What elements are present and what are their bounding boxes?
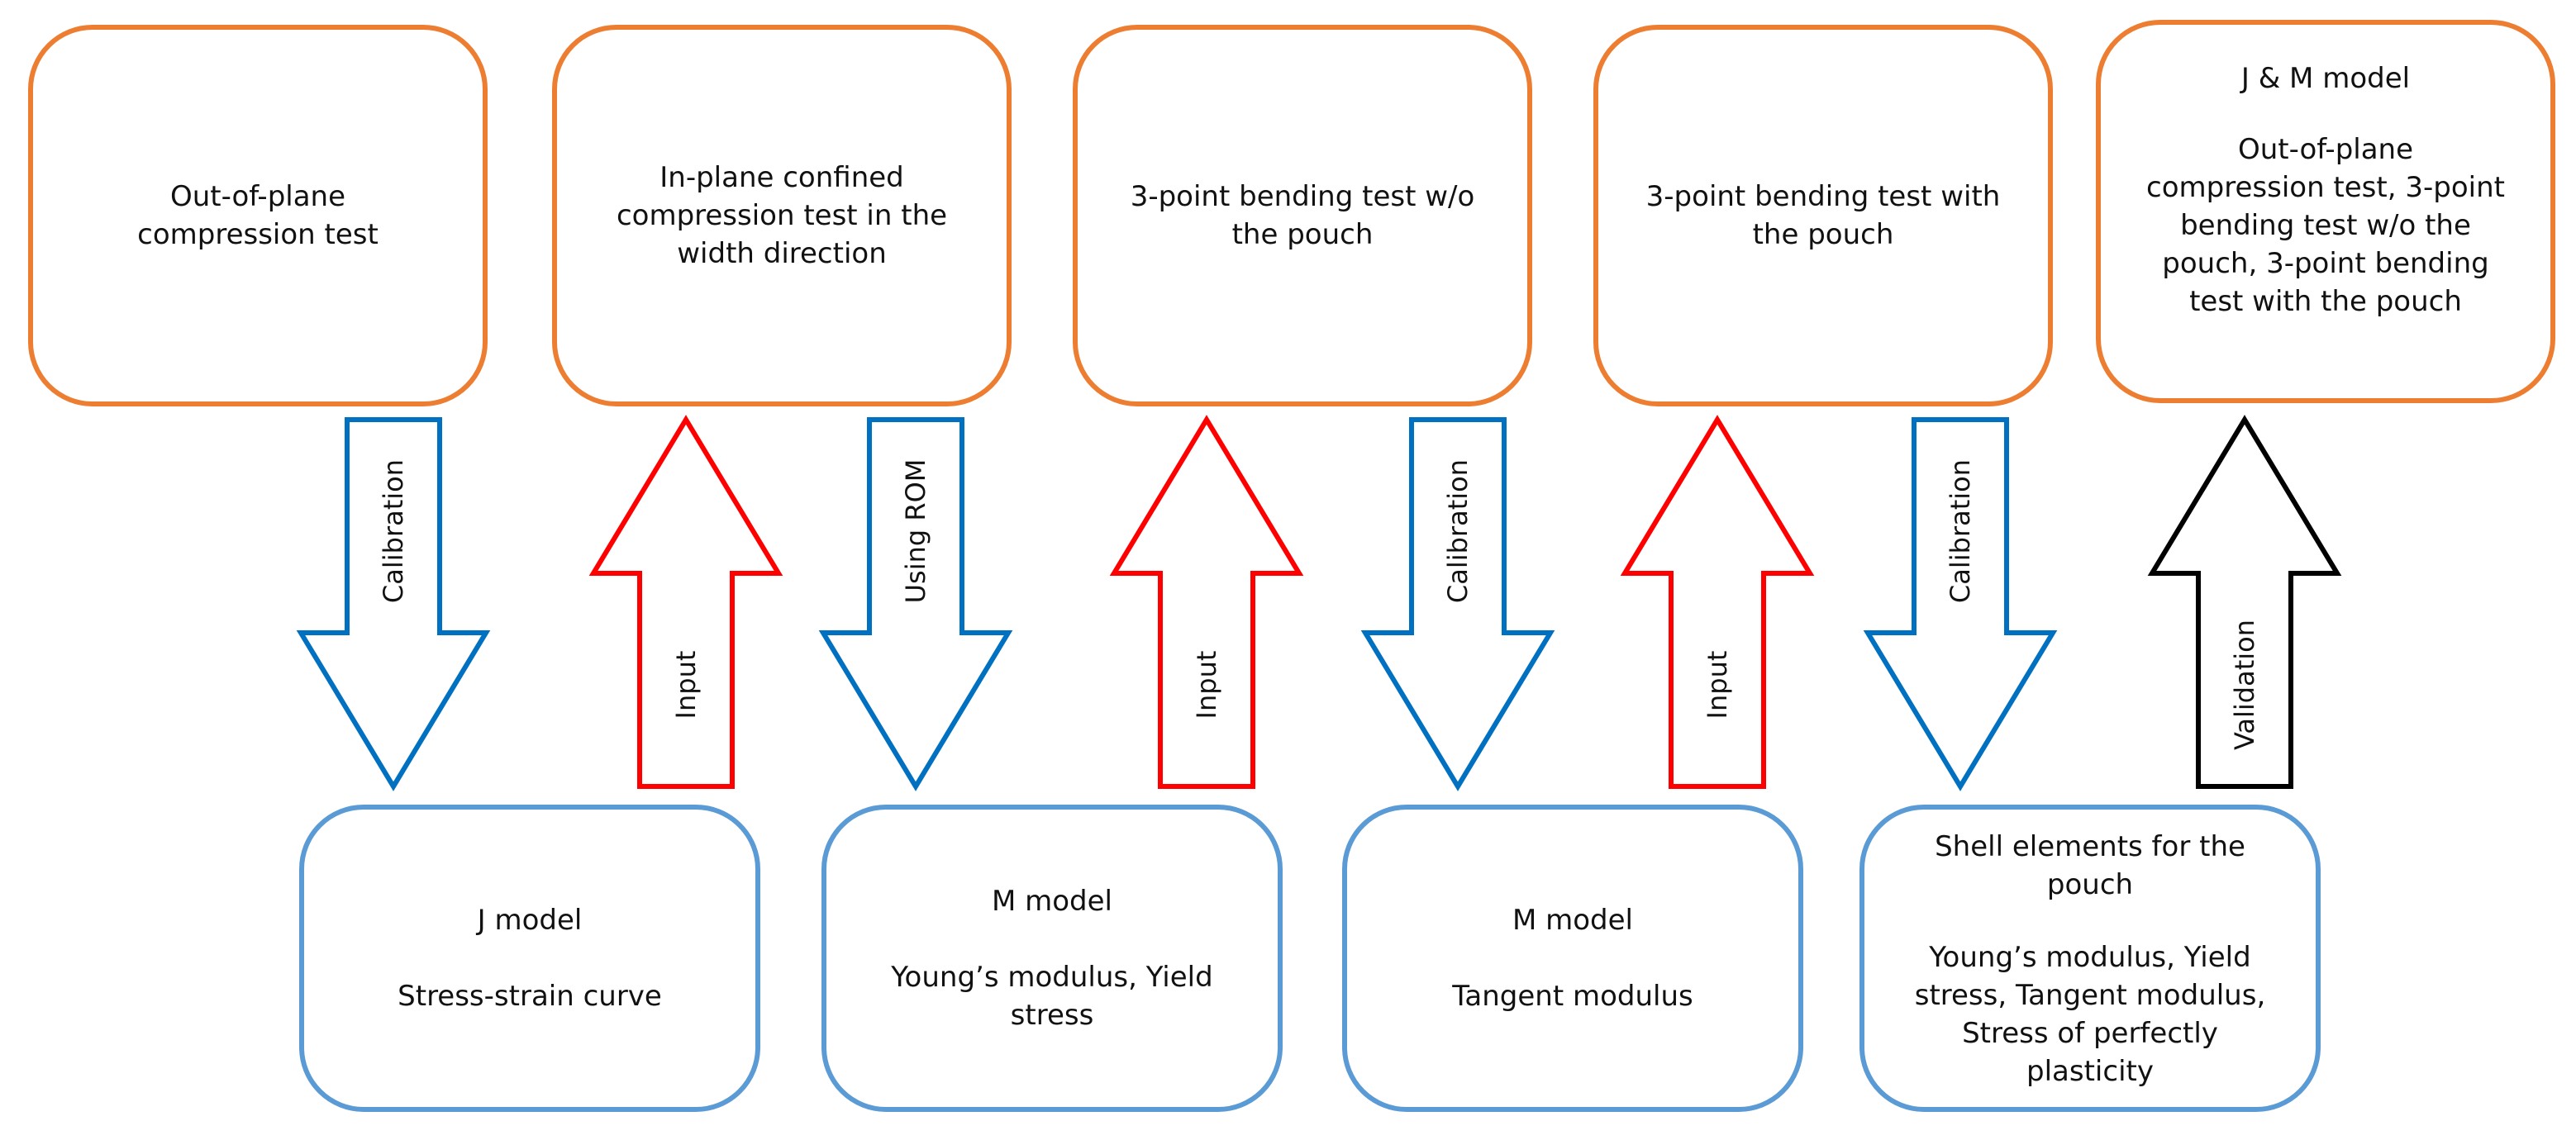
arrow-label: Using ROM: [900, 459, 931, 604]
arrow-shape: [296, 417, 491, 791]
box-m-model-youngs-modulus: M model Young’s modulus, Yield stress: [821, 805, 1283, 1112]
box-title: M model: [991, 885, 1112, 918]
arrow-shape: [1109, 415, 1304, 789]
arrow-up-2: Input: [588, 415, 783, 789]
box-text: Out-of-plane compression test: [137, 180, 379, 251]
arrow-shape: [818, 417, 1013, 791]
arrow-label: Input: [1191, 651, 1222, 720]
box-text: 3-point bending test with the pouch: [1645, 180, 2001, 251]
arrow-shape: [1620, 415, 1815, 789]
box-j-model: J model Stress-strain curve: [299, 805, 760, 1112]
box-m-model-tangent-modulus: M model Tangent modulus: [1342, 805, 1803, 1112]
box-text: Young’s modulus, Yield stress: [891, 961, 1213, 1032]
arrow-down-7: Calibration: [1863, 417, 2058, 791]
box-text: In-plane confined compression test in th…: [616, 161, 948, 270]
arrow-shape: [1360, 417, 1555, 791]
arrow-up-8: Validation: [2147, 415, 2342, 789]
box-text: Tangent modulus: [1452, 980, 1693, 1013]
arrow-shape: [588, 415, 783, 789]
arrow-label: Calibration: [378, 459, 409, 603]
box-text: Young’s modulus, Yield stress, Tangent m…: [1914, 941, 2266, 1088]
arrow-label: Input: [670, 651, 702, 720]
box-title: M model: [1512, 904, 1633, 937]
arrow-down-1: Calibration: [296, 417, 491, 791]
arrow-label: Calibration: [1945, 459, 1976, 603]
arrow-shape: [2147, 415, 2342, 789]
box-title: Shell elements for the pouch: [1935, 830, 2245, 901]
arrow-shape: [1863, 417, 2058, 791]
arrow-label: Calibration: [1442, 459, 1474, 603]
arrow-down-5: Calibration: [1360, 417, 1555, 791]
arrow-down-3: Using ROM: [818, 417, 1013, 791]
box-out-of-plane-compression-test: Out-of-plane compression test: [28, 25, 488, 406]
box-text: Stress-strain curve: [398, 980, 662, 1013]
box-shell-elements-pouch: Shell elements for the pouch Young’s mod…: [1859, 805, 2321, 1112]
arrow-label: Validation: [2229, 620, 2260, 750]
arrow-label: Input: [1702, 651, 1733, 720]
box-3-point-bending-without-pouch: 3-point bending test w/o the pouch: [1073, 25, 1532, 406]
box-text: Out-of-plane compression test, 3-point b…: [2146, 133, 2505, 318]
arrow-up-6: Input: [1620, 415, 1815, 789]
box-3-point-bending-with-pouch: 3-point bending test with the pouch: [1593, 25, 2053, 406]
box-text: 3-point bending test w/o the pouch: [1130, 180, 1475, 251]
box-title: J & M model: [2240, 62, 2411, 95]
arrow-up-4: Input: [1109, 415, 1304, 789]
box-title: J model: [477, 904, 583, 937]
box-j-and-m-model: J & M model Out-of-plane compression tes…: [2096, 20, 2555, 403]
box-in-plane-confined-compression-test: In-plane confined compression test in th…: [552, 25, 1012, 406]
